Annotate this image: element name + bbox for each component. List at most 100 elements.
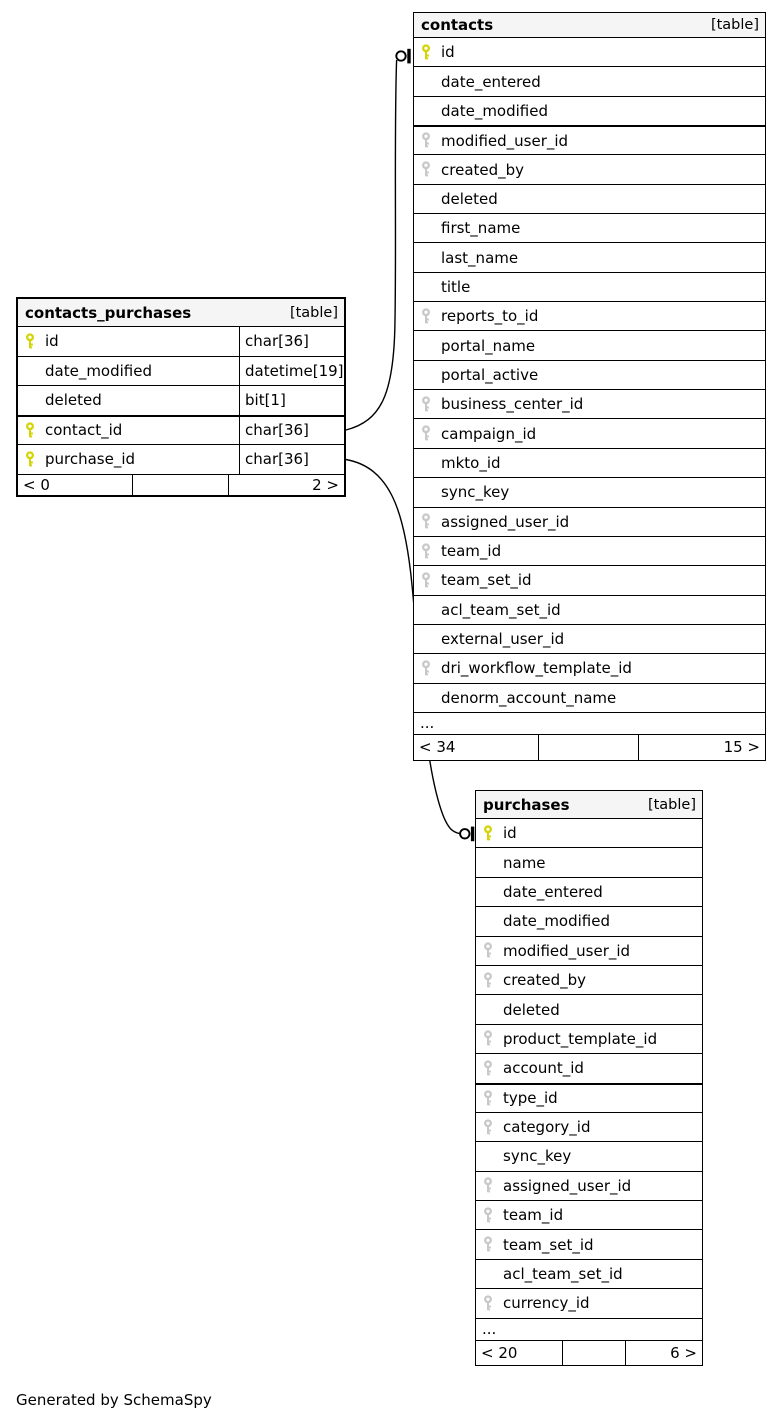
column-name: product_template_id <box>503 1029 658 1048</box>
column-row-date_entered: date_entered <box>414 67 765 97</box>
edge-endpoint-bar-purchases <box>470 826 475 842</box>
column-name: team_set_id <box>441 571 532 590</box>
column-name: team_id <box>503 1206 564 1225</box>
column-type: char[36] <box>239 416 344 444</box>
column-row-sync_key: sync_key <box>414 478 765 508</box>
column-name: acl_team_set_id <box>441 600 561 619</box>
column-row-business_center_id: business_center_id <box>414 390 765 420</box>
column-name: id <box>45 332 59 351</box>
foreign-key-icon <box>483 1207 503 1224</box>
column-row-last_name: last_name <box>414 243 765 273</box>
column-type: char[36] <box>239 327 344 356</box>
column-row-product_template_id: product_template_id <box>476 1024 702 1055</box>
edge-endpoint-circle-purchases <box>459 828 471 840</box>
primary-key-icon <box>421 44 441 61</box>
foreign-key-icon <box>421 308 441 325</box>
foreign-key-icon <box>421 425 441 442</box>
foreign-key-icon <box>483 1118 503 1136</box>
table-type-badge: [table] <box>289 304 338 321</box>
column-row-mkto_id: mkto_id <box>414 448 765 479</box>
column-name: id <box>503 824 517 843</box>
foreign-key-icon <box>421 132 441 149</box>
foreign-key-icon <box>483 1177 503 1194</box>
column-row-id: id <box>476 819 702 849</box>
column-row-portal_active: portal_active <box>414 360 765 391</box>
footer-parent-count: < 0 <box>18 474 133 495</box>
column-type: char[36] <box>239 445 344 474</box>
foreign-key-icon <box>421 513 441 530</box>
footer-parent-count: < 34 <box>414 734 539 760</box>
column-name: ... <box>420 714 435 733</box>
foreign-key-icon <box>483 942 503 959</box>
table-header: purchases[table] <box>476 791 702 819</box>
column-row-team_id: team_id <box>414 536 765 567</box>
column-name: assigned_user_id <box>503 1176 632 1195</box>
column-row-date_modified: date_modified <box>414 96 765 127</box>
table-type-badge: [table] <box>710 17 759 33</box>
column-name: purchase_id <box>45 450 136 469</box>
foreign-key-icon <box>483 971 503 989</box>
column-row-account_id: account_id <box>476 1054 702 1084</box>
column-row-deleted: deleted <box>476 995 702 1025</box>
column-name: date_entered <box>503 882 603 901</box>
column-row-assigned_user_id: assigned_user_id <box>414 507 765 537</box>
column-name: deleted <box>45 391 102 410</box>
column-name: denorm_account_name <box>441 688 617 707</box>
column-name: assigned_user_id <box>441 512 570 531</box>
foreign-key-icon <box>483 1295 503 1312</box>
generated-by-credit: Generated by SchemaSpy <box>16 1391 212 1409</box>
column-row-deleted: deleted <box>414 184 765 215</box>
edge-contact-id-to-contacts <box>345 59 398 431</box>
column-name: modified_user_id <box>503 941 631 960</box>
column-row-team_id: team_id <box>476 1201 702 1231</box>
foreign-key-icon <box>421 396 441 413</box>
table-node-contacts[interactable]: contacts [table] id date_entered date_modifi… <box>413 12 766 761</box>
primary-key-icon <box>25 333 45 350</box>
edge-endpoint-bar-contacts <box>407 48 411 64</box>
column-name: account_id <box>503 1059 584 1078</box>
column-name: created_by <box>441 160 525 179</box>
column-name: contact_id <box>45 421 123 440</box>
column-name: date_entered <box>441 72 541 91</box>
column-row-type_id: type_id <box>476 1083 702 1113</box>
column-row-category_id: category_id <box>476 1112 702 1143</box>
column-name: reports_to_id <box>441 307 539 326</box>
column-name: business_center_id <box>441 395 584 414</box>
table-header: contacts_purchases[table] <box>18 299 344 327</box>
column-row-modified_user_id: modified_user_id <box>476 936 702 966</box>
column-name: team_id <box>441 542 502 561</box>
column-name: deleted <box>441 189 498 208</box>
column-row-reports_to_id: reports_to_id <box>414 302 765 332</box>
primary-key-icon <box>25 422 45 439</box>
column-name: ... <box>482 1320 497 1339</box>
column-row-first_name: first_name <box>414 214 765 244</box>
more-columns-row: ... <box>476 1318 702 1341</box>
column-row-portal_name: portal_name <box>414 331 765 361</box>
table-type-badge: [table] <box>647 796 696 813</box>
column-row-created_by: created_by <box>476 965 702 996</box>
column-row-contact_id: contact_id char[36] <box>18 415 344 445</box>
column-name: dri_workflow_template_id <box>441 659 632 678</box>
footer-child-count: 15 > <box>723 738 760 757</box>
foreign-key-icon <box>421 660 441 677</box>
column-row-assigned_user_id: assigned_user_id <box>476 1171 702 1202</box>
column-name: mkto_id <box>441 453 501 472</box>
column-name: team_set_id <box>503 1235 594 1254</box>
column-row-dri_workflow_template_id: dri_workflow_template_id <box>414 654 765 684</box>
table-title: contacts <box>421 16 494 34</box>
column-row-campaign_id: campaign_id <box>414 419 765 449</box>
column-name: category_id <box>503 1118 591 1137</box>
column-name: modified_user_id <box>441 131 569 150</box>
column-name: deleted <box>503 1000 560 1019</box>
column-name: id <box>441 43 455 62</box>
column-name: sync_key <box>441 483 510 502</box>
column-name: name <box>503 853 546 872</box>
column-row-purchase_id: purchase_id char[36] <box>18 445 344 475</box>
column-row-acl_team_set_id: acl_team_set_id <box>476 1259 702 1290</box>
column-row-id: id char[36] <box>18 327 344 357</box>
footer-child-count: 2 > <box>312 475 339 494</box>
